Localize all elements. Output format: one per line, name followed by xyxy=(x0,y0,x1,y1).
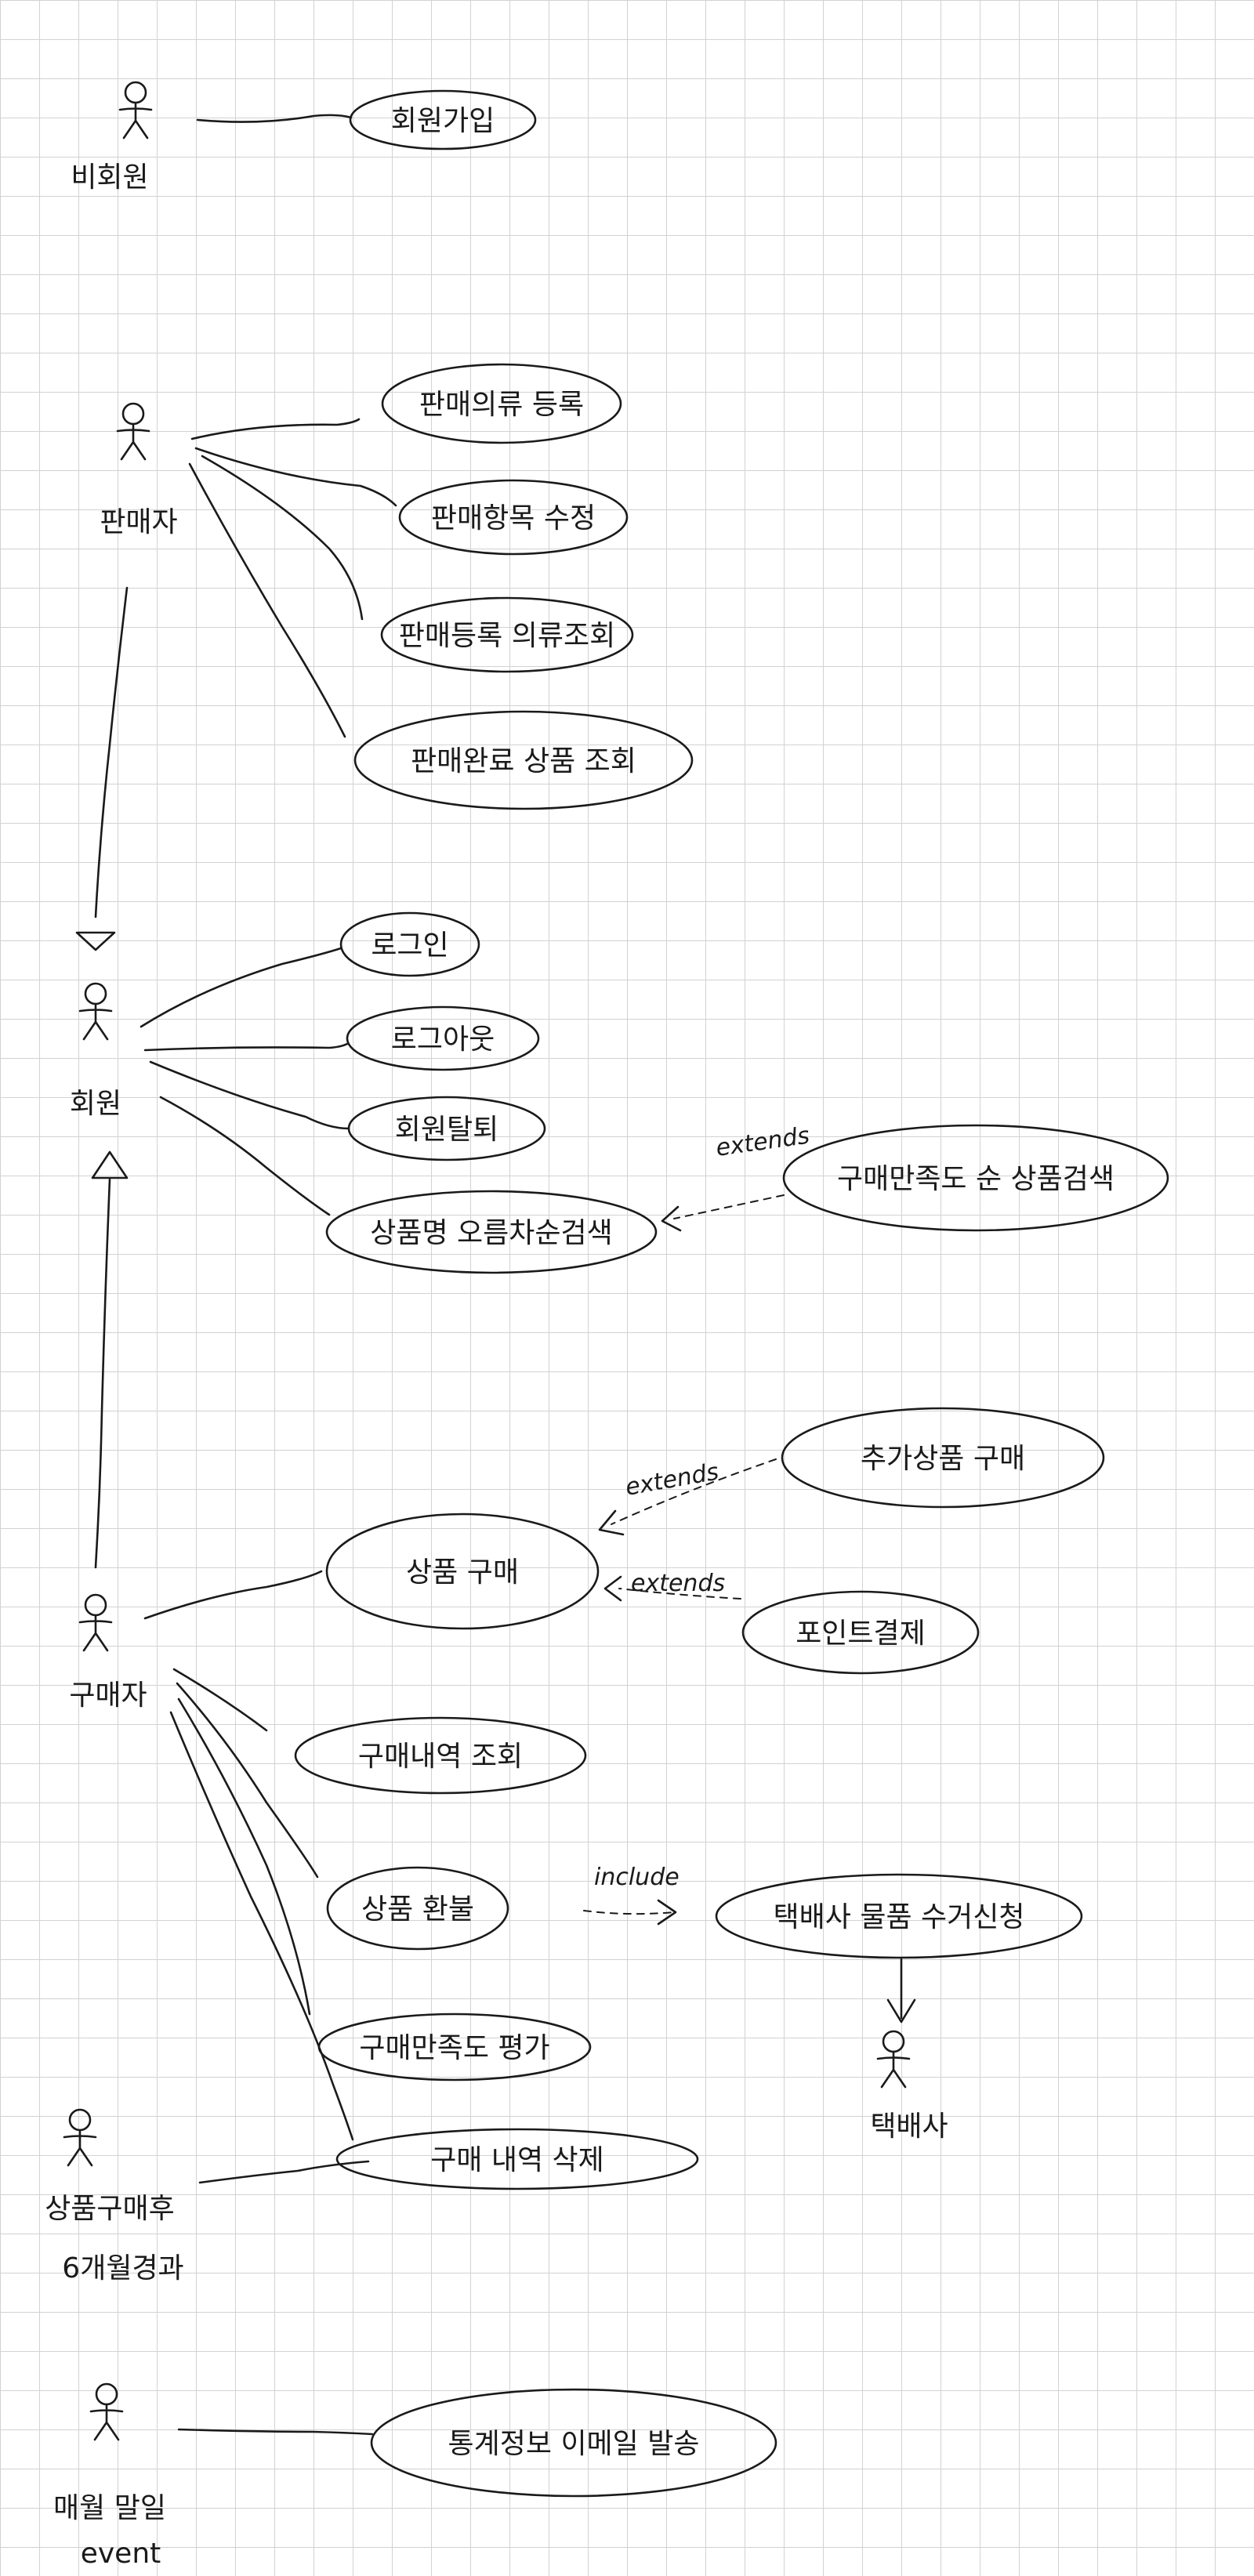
gen-seller-member-arrowhead xyxy=(75,931,116,951)
extend-point-label: extends xyxy=(631,1570,725,1597)
assoc-member-login xyxy=(140,947,342,1028)
usecase-point-payment: 포인트결제 xyxy=(741,1590,980,1675)
include-refund-arrowhead xyxy=(657,1899,677,1926)
assoc-buyer-rate xyxy=(177,1697,311,2016)
usecase-withdraw: 회원탈퇴 xyxy=(347,1096,546,1161)
usecase-edit-sale-label: 판매항목 수정 xyxy=(431,502,596,534)
associations xyxy=(140,114,397,2436)
usecase-rate-satisfaction: 구매만족도 평가 xyxy=(317,2013,592,2081)
assoc-buyer-refund xyxy=(176,1682,319,1879)
usecase-stats-email-label: 통계정보 이메일 발송 xyxy=(448,2428,700,2460)
assoc-seller-register xyxy=(190,418,361,440)
actor-member: 회원 xyxy=(70,982,121,1120)
usecase-refund: 상품 환불 xyxy=(326,1866,509,1951)
actor-seller-label: 판매자 xyxy=(100,506,177,538)
usecase-search-rating-label: 구매만족도 순 상품검색 xyxy=(837,1163,1114,1195)
extend-search-label: extends xyxy=(714,1122,811,1162)
usecase-view-sold: 판매완료 상품 조회 xyxy=(353,710,694,810)
usecase-view-history: 구매내역 조회 xyxy=(294,1716,587,1795)
usecase-purchase-label: 상품 구매 xyxy=(406,1556,519,1589)
actor-non-member-label: 비회원 xyxy=(71,161,148,194)
usecase-login-label: 로그인 xyxy=(371,929,448,962)
extend-search-line xyxy=(673,1194,785,1219)
usecase-delete-history-label: 구매 내역 삭제 xyxy=(430,2144,604,2176)
usecase-login: 로그인 xyxy=(339,911,480,977)
assoc-seller-view-sold xyxy=(188,462,346,738)
assoc-member-search xyxy=(159,1096,331,1216)
usecase-edit-sale: 판매항목 수정 xyxy=(398,479,629,556)
assoc-buyer-delete xyxy=(169,1711,354,2141)
usecase-delete-history: 구매 내역 삭제 xyxy=(335,2128,699,2190)
actor-after-purchase-label: 상품구매후 xyxy=(45,2193,175,2225)
usecase-refund-label: 상품 환불 xyxy=(361,1893,474,1926)
actor-event-label: event xyxy=(81,2538,161,2570)
assoc-member-logout xyxy=(143,1042,349,1052)
gen-buyer-member-line xyxy=(94,1178,111,1569)
usecase-logout-label: 로그아웃 xyxy=(391,1024,495,1056)
usecase-point-payment-label: 포인트결제 xyxy=(796,1618,926,1650)
actor-month-end-label: 매월 말일 xyxy=(53,2492,166,2524)
usecase-add-purchase: 추가상품 구매 xyxy=(781,1407,1105,1509)
usecase-view-sold-label: 판매완료 상품 조회 xyxy=(411,745,636,777)
generalizations xyxy=(75,586,129,1569)
courier-link-arrowhead xyxy=(886,1998,916,2023)
usecase-purchase: 상품 구매 xyxy=(325,1513,600,1630)
include-refund-line xyxy=(583,1910,675,1915)
usecase-register-sale: 판매의류 등록 xyxy=(381,363,622,444)
actor-seller: 판매자 xyxy=(100,402,178,538)
assoc-nonmember-signup xyxy=(196,114,353,123)
actor-monthly-event: 매월 말일 event xyxy=(53,2382,166,2570)
actor-member-label: 회원 xyxy=(70,1088,121,1120)
assoc-member-withdraw xyxy=(149,1060,350,1130)
usecase-signup-label: 회원가입 xyxy=(391,105,495,137)
usecase-courier-pickup: 택배사 물품 수거신청 xyxy=(715,1873,1083,1959)
extend-point-line xyxy=(618,1588,741,1600)
usecase-view-history-label: 구매내역 조회 xyxy=(358,1741,523,1773)
assoc-seller-view-registered xyxy=(201,455,364,621)
assoc-buyer-purchase xyxy=(143,1570,323,1620)
extend-point-arrowhead xyxy=(603,1575,622,1602)
extend-search-arrowhead xyxy=(661,1205,682,1232)
gen-seller-member-line xyxy=(94,586,129,918)
dependencies: extends extends extends include xyxy=(583,1122,916,2023)
include-refund-label: include xyxy=(594,1864,680,1891)
assoc-buyer-view-history xyxy=(172,1668,268,1732)
actor-buyer-label: 구매자 xyxy=(69,1679,147,1712)
usecase-add-purchase-label: 추가상품 구매 xyxy=(861,1443,1025,1475)
usecase-rate-satisfaction-label: 구매만족도 평가 xyxy=(359,2032,549,2064)
actor-after-six-months: 상품구매후 6개월경과 xyxy=(45,2108,184,2284)
usecase-search-name: 상품명 오름차순검색 xyxy=(325,1190,658,1274)
usecase-logout: 로그아웃 xyxy=(346,1005,540,1071)
extend-add-label: extends xyxy=(623,1458,720,1502)
actor-six-months-label: 6개월경과 xyxy=(62,2252,183,2284)
usecase-withdraw-label: 회원탈퇴 xyxy=(395,1114,498,1146)
assoc-event-email xyxy=(177,2428,374,2436)
usecase-register-sale-label: 판매의류 등록 xyxy=(419,389,584,421)
actor-courier: 택배사 xyxy=(870,2030,948,2143)
usecase-view-registered: 판매등록 의류조회 xyxy=(380,596,634,673)
usecase-signup: 회원가입 xyxy=(349,89,537,150)
assoc-sixmonths-delete xyxy=(198,2160,370,2184)
usecase-stats-email: 통계정보 이메일 발송 xyxy=(370,2388,777,2498)
extend-add-arrowhead xyxy=(598,1509,625,1536)
usecase-search-rating: 구매만족도 순 상품검색 xyxy=(782,1124,1169,1232)
usecase-courier-pickup-label: 택배사 물품 수거신청 xyxy=(774,1901,1025,1933)
actor-buyer: 구매자 xyxy=(69,1593,147,1712)
assoc-seller-edit xyxy=(194,447,397,507)
gen-buyer-member-arrowhead xyxy=(91,1150,129,1179)
usecase-view-registered-label: 판매등록 의류조회 xyxy=(399,620,615,652)
actor-courier-label: 택배사 xyxy=(870,2110,948,2143)
actor-non-member: 비회원 xyxy=(71,81,153,194)
usecase-search-name-label: 상품명 오름차순검색 xyxy=(370,1217,613,1249)
